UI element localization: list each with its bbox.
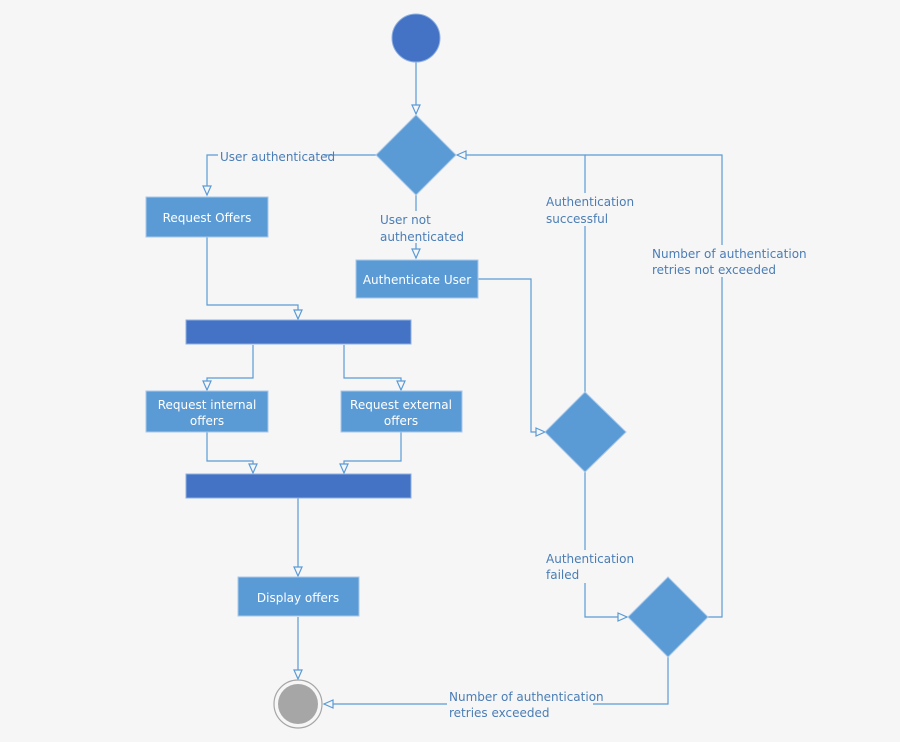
arrowhead xyxy=(535,427,547,437)
edge-retry-loop xyxy=(585,154,723,618)
arrowhead xyxy=(293,566,303,578)
label-auth-successful-1: Authentication xyxy=(546,195,634,209)
decision-auth-result xyxy=(544,391,627,473)
label-background xyxy=(447,688,593,721)
label-background xyxy=(378,211,456,243)
label-background xyxy=(544,193,630,226)
action-box xyxy=(355,259,479,299)
arrowhead xyxy=(202,185,212,197)
action-label-line-2: offers xyxy=(384,414,418,428)
label-user-not-authenticated-1: User not xyxy=(380,213,431,227)
action-box xyxy=(237,576,360,617)
join-bar xyxy=(185,473,412,499)
label-retries-exceeded-2: retries exceeded xyxy=(449,706,550,720)
edge-fork-to-external xyxy=(343,345,402,389)
decision-authenticated xyxy=(375,114,457,196)
edge-external-to-join xyxy=(343,432,402,472)
label-retries-not-exceeded-2: retries not exceeded xyxy=(652,263,776,277)
arrowheads xyxy=(202,104,629,709)
label-background xyxy=(650,245,796,277)
arrowhead xyxy=(322,699,334,709)
label-user-not-authenticated-2: authenticated xyxy=(380,230,464,244)
end-node-core xyxy=(278,684,318,724)
end-node xyxy=(273,679,323,729)
label-auth-successful-2: successful xyxy=(546,212,608,226)
action-label-line-1: Request internal xyxy=(158,398,257,412)
action-box xyxy=(145,196,269,238)
action-box xyxy=(145,390,269,433)
action-label-line-1: Request external xyxy=(350,398,452,412)
action-label: Display offers xyxy=(257,591,339,605)
action-box xyxy=(340,390,463,433)
edge-request-offers-to-fork xyxy=(206,237,299,318)
edge-labels: User authenticated User not authenticate… xyxy=(218,148,807,721)
action-request-internal-offers: Request internal offers xyxy=(145,390,269,433)
action-request-offers: Request Offers xyxy=(145,196,269,238)
edge-internal-to-join xyxy=(206,432,254,472)
edge-fork-to-internal xyxy=(206,345,254,389)
action-authenticate-user: Authenticate User xyxy=(355,259,479,299)
arrowhead xyxy=(396,380,406,392)
arrowhead xyxy=(411,248,421,260)
label-user-authenticated: User authenticated xyxy=(220,150,335,164)
arrowhead xyxy=(248,463,258,475)
arrowhead xyxy=(202,380,212,392)
label-auth-failed-1: Authentication xyxy=(546,552,634,566)
action-label-line-2: offers xyxy=(190,414,224,428)
edge-failed-to-decision3 xyxy=(584,472,627,618)
edge-authenticate-to-decision2 xyxy=(478,278,545,433)
label-retries-not-exceeded-1: Number of authentication xyxy=(652,247,807,261)
action-request-external-offers: Request external offers xyxy=(340,390,463,433)
label-background xyxy=(544,550,630,583)
connectors xyxy=(206,62,723,705)
arrowhead xyxy=(617,612,629,622)
start-node xyxy=(391,13,441,63)
label-auth-failed-2: failed xyxy=(546,568,579,582)
arrowhead xyxy=(339,463,349,475)
action-display-offers: Display offers xyxy=(237,576,360,617)
edge-exceeded-to-end xyxy=(324,657,669,705)
arrowhead xyxy=(455,150,467,160)
action-label: Request Offers xyxy=(163,211,252,225)
arrowhead xyxy=(293,669,303,681)
label-retries-exceeded-1: Number of authentication xyxy=(449,690,604,704)
arrowhead xyxy=(411,104,421,116)
action-label: Authenticate User xyxy=(363,273,471,287)
arrowhead xyxy=(293,309,303,321)
label-background xyxy=(218,148,324,163)
fork-bar xyxy=(185,319,412,345)
decision-retries xyxy=(627,576,709,658)
